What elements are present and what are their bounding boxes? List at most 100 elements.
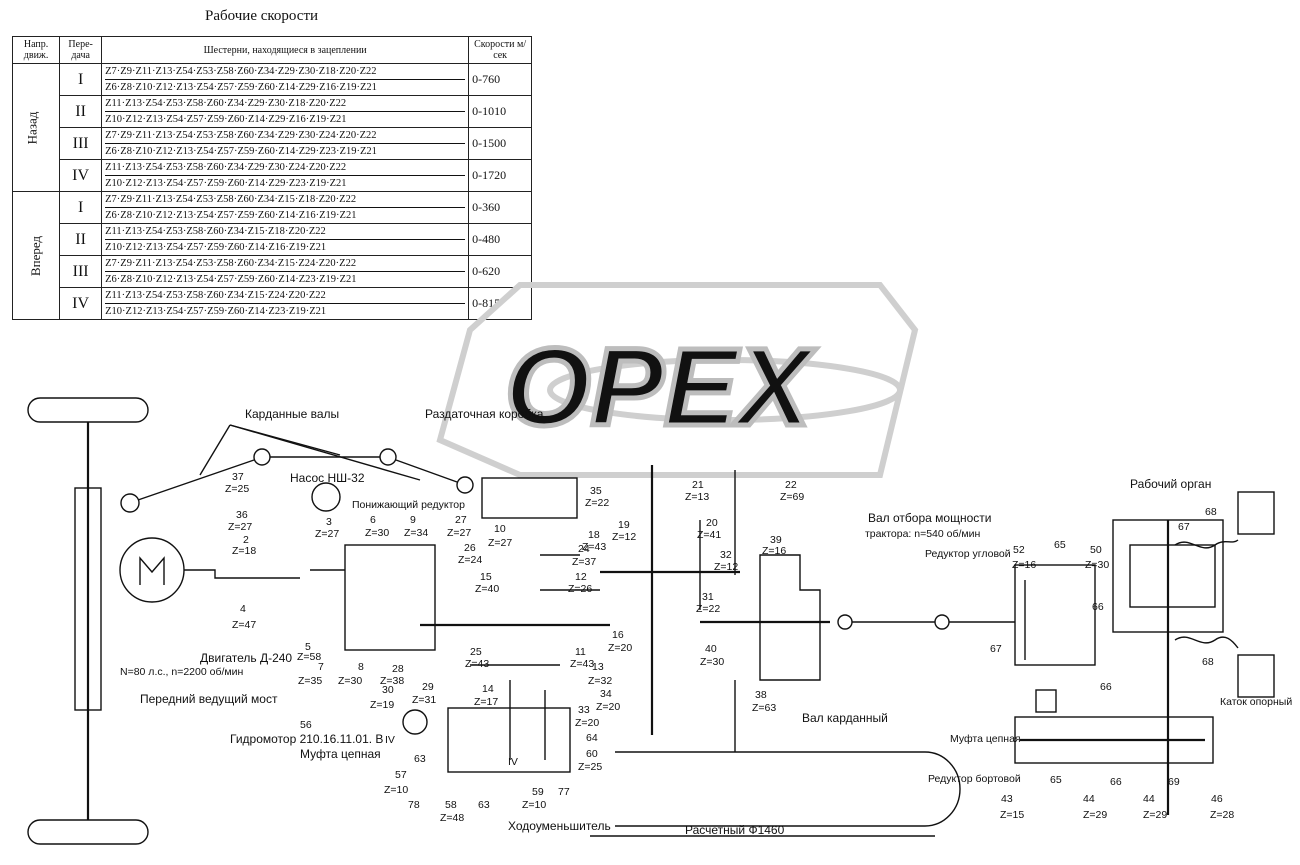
speed-cell: 0-1720: [468, 159, 533, 192]
formula-cell: Z7·Z9·Z11·Z13·Z54·Z53·Z58·Z60·Z34·Z15·Z1…: [101, 191, 470, 224]
formula-cell: Z11·Z13·Z54·Z53·Z58·Z60·Z34·Z29·Z30·Z24·…: [101, 159, 470, 192]
part-label: 31: [702, 591, 714, 603]
label-pto-shaft: Вал отбора мощности: [868, 511, 991, 525]
part-label: 44: [1083, 793, 1095, 805]
formula-denominator: Z10·Z12·Z13·Z54·Z57·Z59·Z60·Z14·Z29·Z23·…: [105, 178, 347, 189]
part-label: 18: [588, 529, 600, 541]
table-title: Рабочие скорости: [205, 8, 319, 24]
part-label: 78: [408, 799, 420, 811]
part-label: Z=27: [315, 528, 339, 540]
part-label: 66: [1110, 776, 1122, 788]
part-label: Z=15: [1000, 809, 1024, 821]
part-label: Z=10: [384, 784, 408, 796]
part-label: Z=34: [404, 527, 428, 539]
part-label: 59: [532, 786, 544, 798]
part-label: Z=18: [232, 545, 256, 557]
part-label: Z=31: [412, 694, 436, 706]
label-reducer-down: Понижающий редуктор: [352, 499, 465, 511]
label-chain-coupling-right: Муфта цепная: [950, 733, 1021, 745]
part-label: 67: [990, 643, 1002, 655]
part-label: Z=35: [298, 675, 322, 687]
part-label: 8: [358, 661, 364, 673]
label-hydromotor: Гидромотор 210.16.11.01. В: [230, 732, 383, 746]
label-pump: Насос НШ-32: [290, 471, 365, 485]
gear-cell: II: [59, 95, 103, 128]
part-label: Z=27: [447, 527, 471, 539]
part-label: Z=13: [685, 491, 709, 503]
formula-cell: Z7·Z9·Z11·Z13·Z54·Z53·Z58·Z60·Z34·Z15·Z2…: [101, 255, 470, 288]
side-reducer-box: [1014, 716, 1214, 764]
part-label: 25: [470, 646, 482, 658]
formula-numerator: Z11·Z13·Z54·Z53·Z58·Z60·Z34·Z29·Z30·Z18·…: [105, 96, 466, 112]
part-label: Z=43: [465, 658, 489, 670]
part-label: IV: [508, 756, 518, 768]
part-label: 34: [600, 688, 612, 700]
part-label: 58: [445, 799, 457, 811]
part-label: Z=12: [714, 561, 738, 573]
part-label: 29: [422, 681, 434, 693]
speed-table: Напр. движ. Пере-дача Шестерни, находящи…: [11, 36, 533, 320]
part-label: Z=16: [762, 545, 786, 557]
label-angle-reducer: Редуктор угловой: [925, 548, 1011, 560]
part-label: 40: [705, 643, 717, 655]
formula-cell: Z11·Z13·Z54·Z53·Z58·Z60·Z34·Z15·Z24·Z20·…: [101, 287, 470, 320]
part-label: 69: [1168, 776, 1180, 788]
label-transfer-box: Раздаточная коробка: [425, 407, 544, 421]
part-label: 3: [326, 516, 332, 528]
part-label: Z=22: [696, 603, 720, 615]
direction-cell: Вперед: [11, 191, 61, 320]
angle-reducer-box: [1014, 564, 1096, 666]
part-label: 66: [1100, 681, 1112, 693]
label-engine: Двигатель Д-240: [200, 651, 292, 665]
reducer-box: [344, 544, 436, 651]
label-cardan-shafts: Карданные валы: [245, 407, 339, 421]
label-roller: Каток опорный: [1220, 696, 1292, 708]
part-label: 21: [692, 479, 704, 491]
part-label: 52: [1013, 544, 1025, 556]
formula-numerator: Z7·Z9·Z11·Z13·Z54·Z53·Z58·Z60·Z34·Z29·Z3…: [105, 64, 466, 80]
part-label: Z=22: [585, 497, 609, 509]
formula-denominator: Z6·Z8·Z10·Z12·Z13·Z54·Z57·Z59·Z60·Z14·Z2…: [105, 274, 357, 285]
part-label: Z=30: [1085, 559, 1109, 571]
part-labels: 37Z=2536Z=272Z=183Z=274Z=475Z=586Z=309Z=…: [225, 471, 1234, 824]
formula-numerator: Z7·Z9·Z11·Z13·Z54·Z53·Z58·Z60·Z34·Z15·Z1…: [105, 192, 466, 208]
part-label: Z=10: [522, 799, 546, 811]
part-label: Z=30: [700, 656, 724, 668]
part-label: 63: [414, 753, 426, 765]
label-engine-spec: N=80 л.с., n=2200 об/мин: [120, 666, 243, 678]
part-label: 64: [586, 732, 598, 744]
roller-lower: [1237, 654, 1275, 698]
label-side-reducer: Редуктор бортовой: [928, 773, 1021, 785]
part-label: Z=27: [228, 521, 252, 533]
part-label: Z=43: [570, 658, 594, 670]
part-label: Z=58: [297, 651, 321, 663]
watermark: OPEX: [436, 282, 919, 478]
part-label: Z=40: [475, 583, 499, 595]
formula-numerator: Z7·Z9·Z11·Z13·Z54·Z53·Z58·Z60·Z34·Z15·Z2…: [105, 256, 466, 272]
direction-cell: Назад: [11, 63, 61, 192]
part-label: Z=38: [380, 675, 404, 687]
part-label: 67: [1178, 521, 1190, 533]
part-label: 43: [1001, 793, 1013, 805]
part-label: 38: [755, 689, 767, 701]
part-label: 68: [1202, 656, 1214, 668]
formula-denominator: Z6·Z8·Z10·Z12·Z13·Z54·Z57·Z59·Z60·Z14·Z2…: [105, 146, 377, 157]
part-label: 39: [770, 534, 782, 546]
watermark-text: OPEX: [505, 326, 816, 449]
part-label: Z=30: [338, 675, 362, 687]
part-label: 2: [243, 534, 249, 546]
part-label: Z=47: [232, 619, 256, 631]
header-direction: Напр. движ.: [11, 36, 61, 64]
part-label: Z=43: [582, 541, 606, 553]
formula-denominator: Z10·Z12·Z13·Z54·Z57·Z59·Z60·Z14·Z16·Z19·…: [105, 242, 327, 253]
part-label: Z=37: [572, 556, 596, 568]
label-front-axle: Передний ведущий мост: [140, 692, 278, 706]
formula-denominator: Z6·Z8·Z10·Z12·Z13·Z54·Z57·Z59·Z60·Z14·Z1…: [105, 210, 357, 221]
part-label: 33: [578, 704, 590, 716]
part-label: 65: [1050, 774, 1062, 786]
label-work-organ: Рабочий орган: [1130, 477, 1211, 491]
